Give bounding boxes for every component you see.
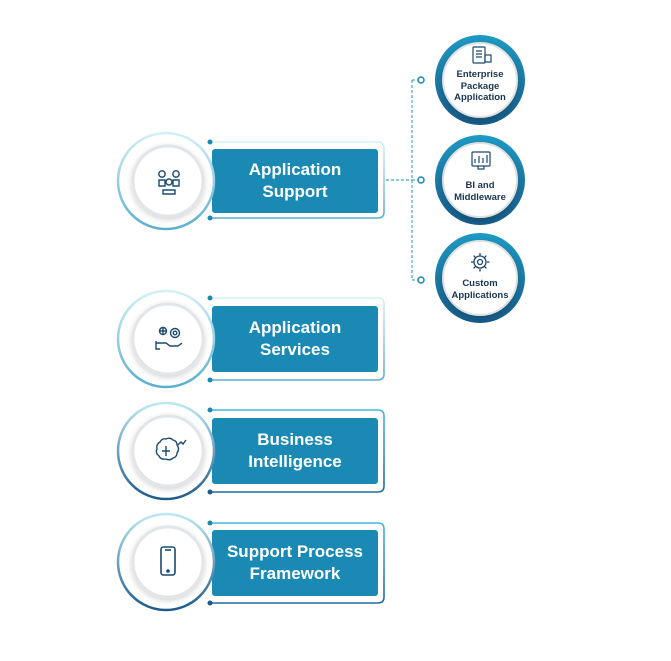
sub-line: BI and (465, 180, 495, 191)
subitem-enterprise-package (435, 35, 525, 125)
subitem-label-custom: Custom Applications (440, 278, 520, 301)
row-support-process-framework (116, 512, 385, 612)
sub-line: Enterprise (456, 69, 504, 80)
sub-line: Applications (451, 289, 509, 301)
row-application-support (116, 131, 385, 231)
package-app-icon (472, 46, 492, 64)
connector-tree (386, 76, 425, 284)
team-network-icon (158, 170, 180, 195)
label-line-2: Framework (249, 564, 341, 583)
row-label-business-intelligence: Business Intelligence (212, 418, 378, 484)
hand-gear-globe-icon (155, 326, 183, 350)
label-box (212, 530, 378, 596)
sub-line: Application (454, 92, 506, 103)
smartphone-icon (160, 546, 176, 576)
row-label-support-process-framework: Support Process Framework (212, 530, 378, 596)
row-business-intelligence (116, 401, 385, 501)
brain-analytics-icon (155, 437, 187, 461)
label-line-2: Services (260, 340, 330, 359)
sub-line: Custom (462, 278, 498, 289)
row-label-application-services: Application Services (212, 306, 378, 372)
label-line-2: Support (262, 182, 328, 201)
bi-dashboard-icon (471, 151, 491, 170)
gear-icon (471, 253, 490, 272)
label-box (212, 306, 378, 372)
label-line-1: Application (248, 160, 342, 179)
subitem-label-enterprise: Enterprise Package Application (440, 69, 520, 104)
row-label-application-support: Application Support (212, 149, 378, 213)
sub-line: Middleware (454, 191, 506, 203)
subitem-label-bi: BI and Middleware (440, 180, 520, 203)
label-line-1: Support Process (226, 542, 364, 561)
row-application-services (116, 289, 385, 389)
label-line-1: Business (257, 430, 333, 449)
label-box (212, 149, 378, 213)
label-line-2: Intelligence (248, 452, 342, 471)
subitem-bi-middleware (435, 135, 525, 225)
label-line-1: Application (248, 318, 342, 337)
label-box (212, 418, 378, 484)
sub-line: Package (460, 80, 500, 92)
subitem-custom-applications (435, 233, 525, 323)
